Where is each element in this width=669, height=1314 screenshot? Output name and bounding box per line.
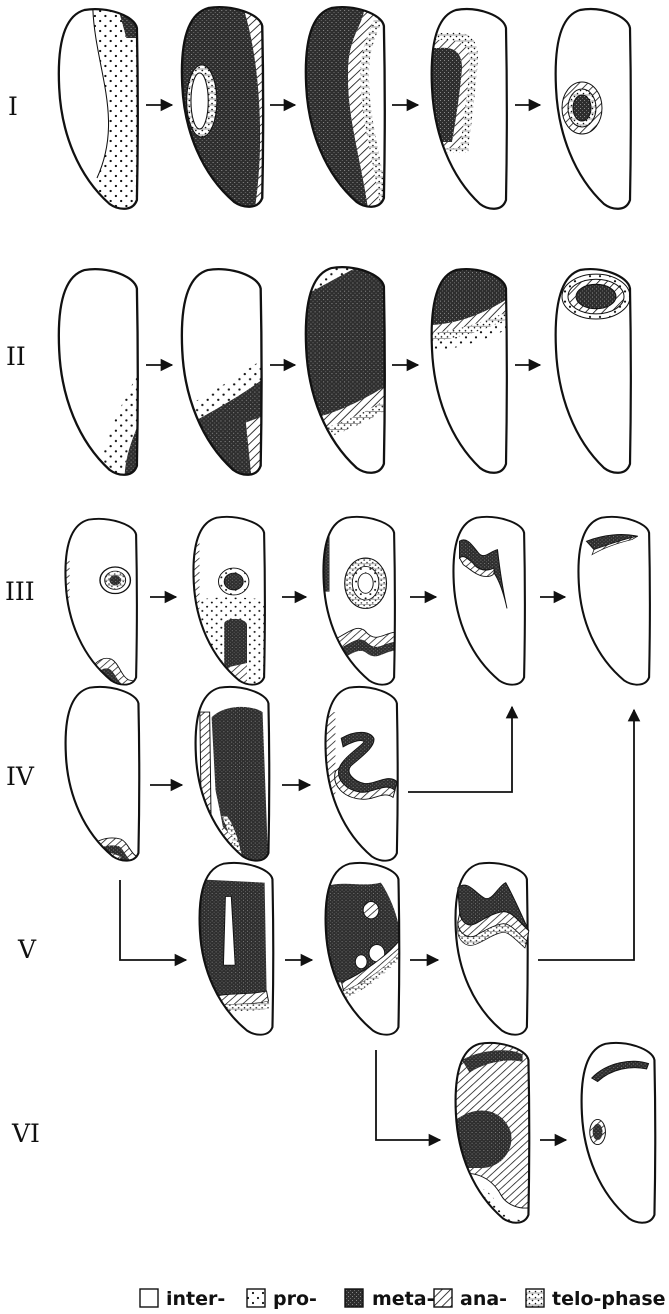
row-I-stage-1 — [55, 8, 150, 218]
legend-label-ana: ana- — [460, 1288, 507, 1310]
legend-item-ana: ana- — [434, 1288, 507, 1310]
row-label-III: III — [5, 577, 35, 606]
row-I-stage-4 — [428, 8, 508, 218]
row-VI-stage-2 — [578, 1042, 656, 1231]
row-III-stage-5 — [575, 516, 651, 692]
row-label-V: V — [17, 935, 37, 964]
arrow-V-to-VI — [376, 1050, 440, 1140]
legend-swatch-telo — [526, 1289, 544, 1307]
row-label-I: I — [8, 92, 18, 121]
legend-item-inter: inter- — [140, 1288, 225, 1310]
row-III-stage-3 — [320, 516, 396, 692]
row-V-stage-2 — [322, 862, 400, 1043]
row-II-stage-3 — [302, 266, 397, 482]
legend-label-pro: pro- — [273, 1288, 317, 1310]
row-I-stage-2 — [178, 6, 275, 216]
row-I-stage-3 — [302, 6, 390, 216]
legend-swatch-pro — [247, 1289, 265, 1307]
legend-label-telo: telo-phase — [552, 1288, 666, 1310]
legend-swatch-inter — [140, 1289, 158, 1307]
row-IV-stage-3 — [322, 686, 399, 869]
legend-item-meta: meta- — [345, 1288, 434, 1310]
row-II-stage-2 — [178, 268, 273, 484]
legend-item-pro: pro- — [247, 1288, 317, 1310]
arrow-V-to-III — [538, 710, 634, 960]
row-label-VI: VI — [11, 1119, 40, 1148]
legend-swatch-ana — [434, 1289, 452, 1307]
arrow-IV-to-V — [120, 880, 186, 960]
legend-label-inter: inter- — [166, 1288, 225, 1310]
arrow-IV-to-III — [408, 707, 512, 792]
row-V-stage-3 — [452, 862, 529, 1043]
row-V-stage-1 — [196, 862, 274, 1043]
row-VI-stage-1 — [452, 1042, 530, 1231]
row-I-stage-5 — [552, 8, 632, 218]
row-II-stage-1 — [55, 268, 150, 484]
row-II-stage-5 — [552, 268, 632, 482]
row-IV-stage-2 — [192, 686, 270, 869]
legend-label-meta: meta- — [372, 1288, 434, 1310]
row-label-IV: IV — [6, 762, 35, 791]
row-II-stage-4 — [428, 268, 518, 482]
row-label-II: II — [6, 342, 26, 371]
row-III-stage-1 — [62, 518, 148, 692]
row-III-stage-2 — [190, 516, 266, 692]
row-III-stage-4 — [450, 516, 526, 692]
row-IV-stage-1 — [62, 686, 150, 869]
legend: inter- pro- meta- ana- telo-phase — [140, 1288, 666, 1310]
legend-swatch-meta — [345, 1289, 363, 1307]
legend-item-telo: telo-phase — [526, 1288, 666, 1310]
